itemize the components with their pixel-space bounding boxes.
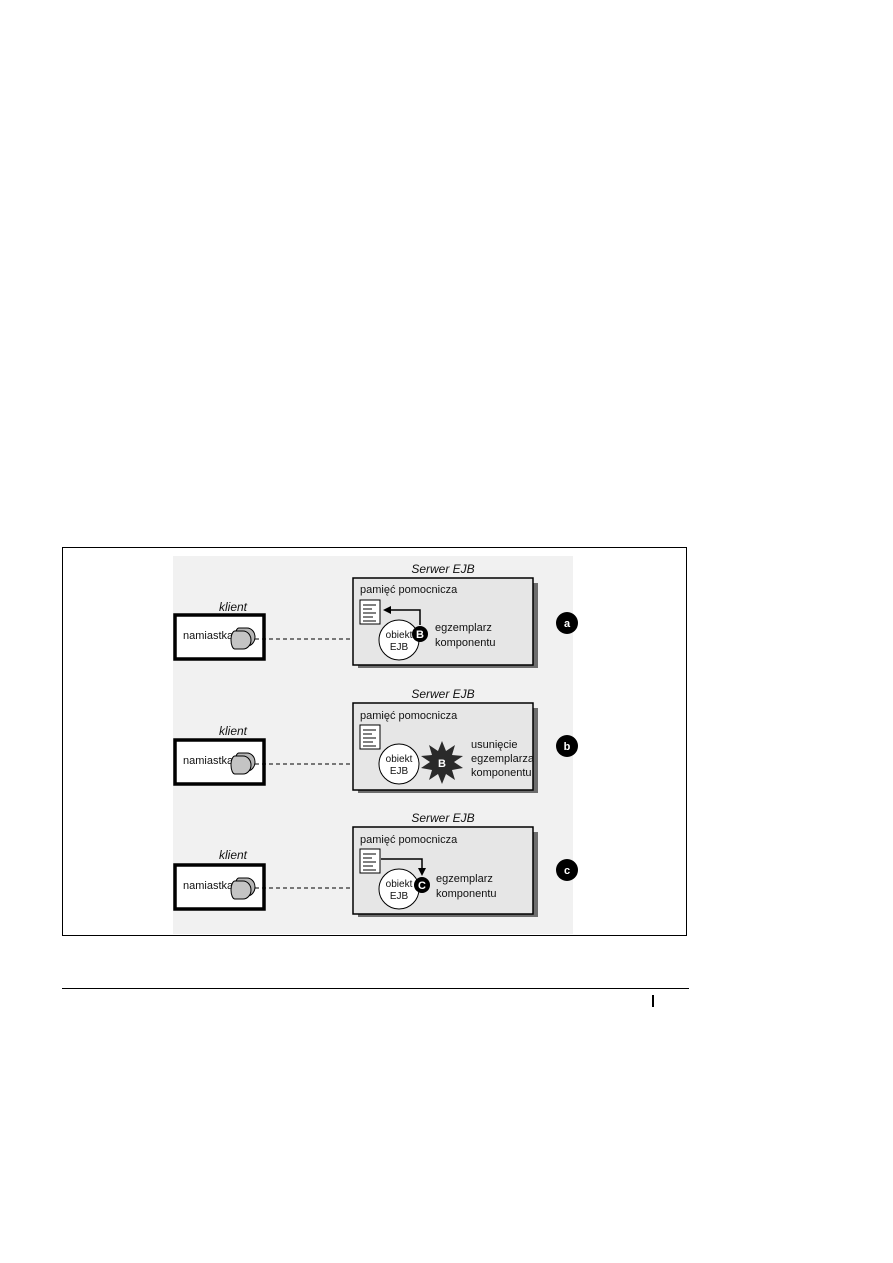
stub-label: namiastka: [183, 755, 234, 767]
server-title: Serwer EJB: [411, 562, 474, 576]
instance-label-1: usunięcie: [471, 739, 517, 751]
bean-instance-badge: [412, 626, 428, 642]
activation-arrow: [381, 858, 426, 876]
ejb-object-label-2: EJB: [390, 766, 409, 777]
instance-label-3: komponentu: [471, 767, 532, 779]
ejb-object-label-1: obiekt: [386, 879, 413, 890]
cache-label: pamięć pomocnicza: [360, 584, 458, 596]
instance-label-2: komponentu: [435, 637, 496, 649]
panel-marker-b-letter: b: [564, 741, 571, 753]
client-label: klient: [219, 848, 248, 862]
client-label: klient: [219, 600, 248, 614]
ejb-object-label-1: obiekt: [386, 754, 413, 765]
server-title: Serwer EJB: [411, 687, 474, 701]
panel-marker-a-letter: a: [564, 618, 571, 630]
stub-icon: [230, 877, 256, 900]
panel-b: klient namiastka Serwer EJB pamięć pomoc…: [173, 687, 578, 793]
footer-mark: [652, 995, 654, 1007]
stub-icon: [230, 627, 256, 650]
client-box: [173, 613, 266, 661]
stub-label: namiastka: [183, 880, 234, 892]
cache-list-icon: [359, 848, 381, 874]
panel-marker-c-letter: c: [564, 865, 570, 877]
instance-label-2: komponentu: [436, 888, 497, 900]
ejb-object-label-2: EJB: [390, 891, 409, 902]
client-label: klient: [219, 724, 248, 738]
activation-arrow: [383, 606, 421, 625]
instance-label-2: egzemplarza: [471, 753, 535, 765]
panel-c: klient namiastka Serwer EJB pamięć pomoc…: [173, 811, 578, 917]
bean-instance-letter: B: [438, 758, 446, 770]
server-title: Serwer EJB: [411, 811, 474, 825]
ejb-passivation-diagram: klient namiastka Serwer EJB pamięć pomoc…: [173, 556, 578, 934]
cache-label: pamięć pomocnicza: [360, 834, 458, 846]
bean-instance-letter: C: [418, 880, 426, 892]
panel-marker-c: [556, 859, 578, 881]
ejb-object-label-2: EJB: [390, 642, 409, 653]
bean-instance-letter: B: [416, 629, 424, 641]
figure-frame: klient namiastka Serwer EJB pamięć pomoc…: [62, 547, 687, 936]
cache-label: pamięć pomocnicza: [360, 710, 458, 722]
stub-icon: [230, 752, 256, 775]
stub-label: namiastka: [183, 630, 234, 642]
cache-list-icon: [359, 724, 381, 750]
instance-label-1: egzemplarz: [435, 622, 492, 634]
ejb-object-label-1: obiekt: [386, 630, 413, 641]
panel-marker-b: [556, 735, 578, 757]
bean-instance-badge: [414, 877, 430, 893]
panel-marker-a: [556, 612, 578, 634]
ejb-object-circle: [378, 743, 420, 785]
destroyed-instance-burst-icon: [421, 741, 463, 784]
footer-rule: [62, 988, 689, 989]
cache-list-icon: [359, 599, 381, 625]
instance-label-1: egzemplarz: [436, 873, 493, 885]
panel-a: klient namiastka Serwer EJB pamięć pomoc…: [173, 562, 578, 668]
